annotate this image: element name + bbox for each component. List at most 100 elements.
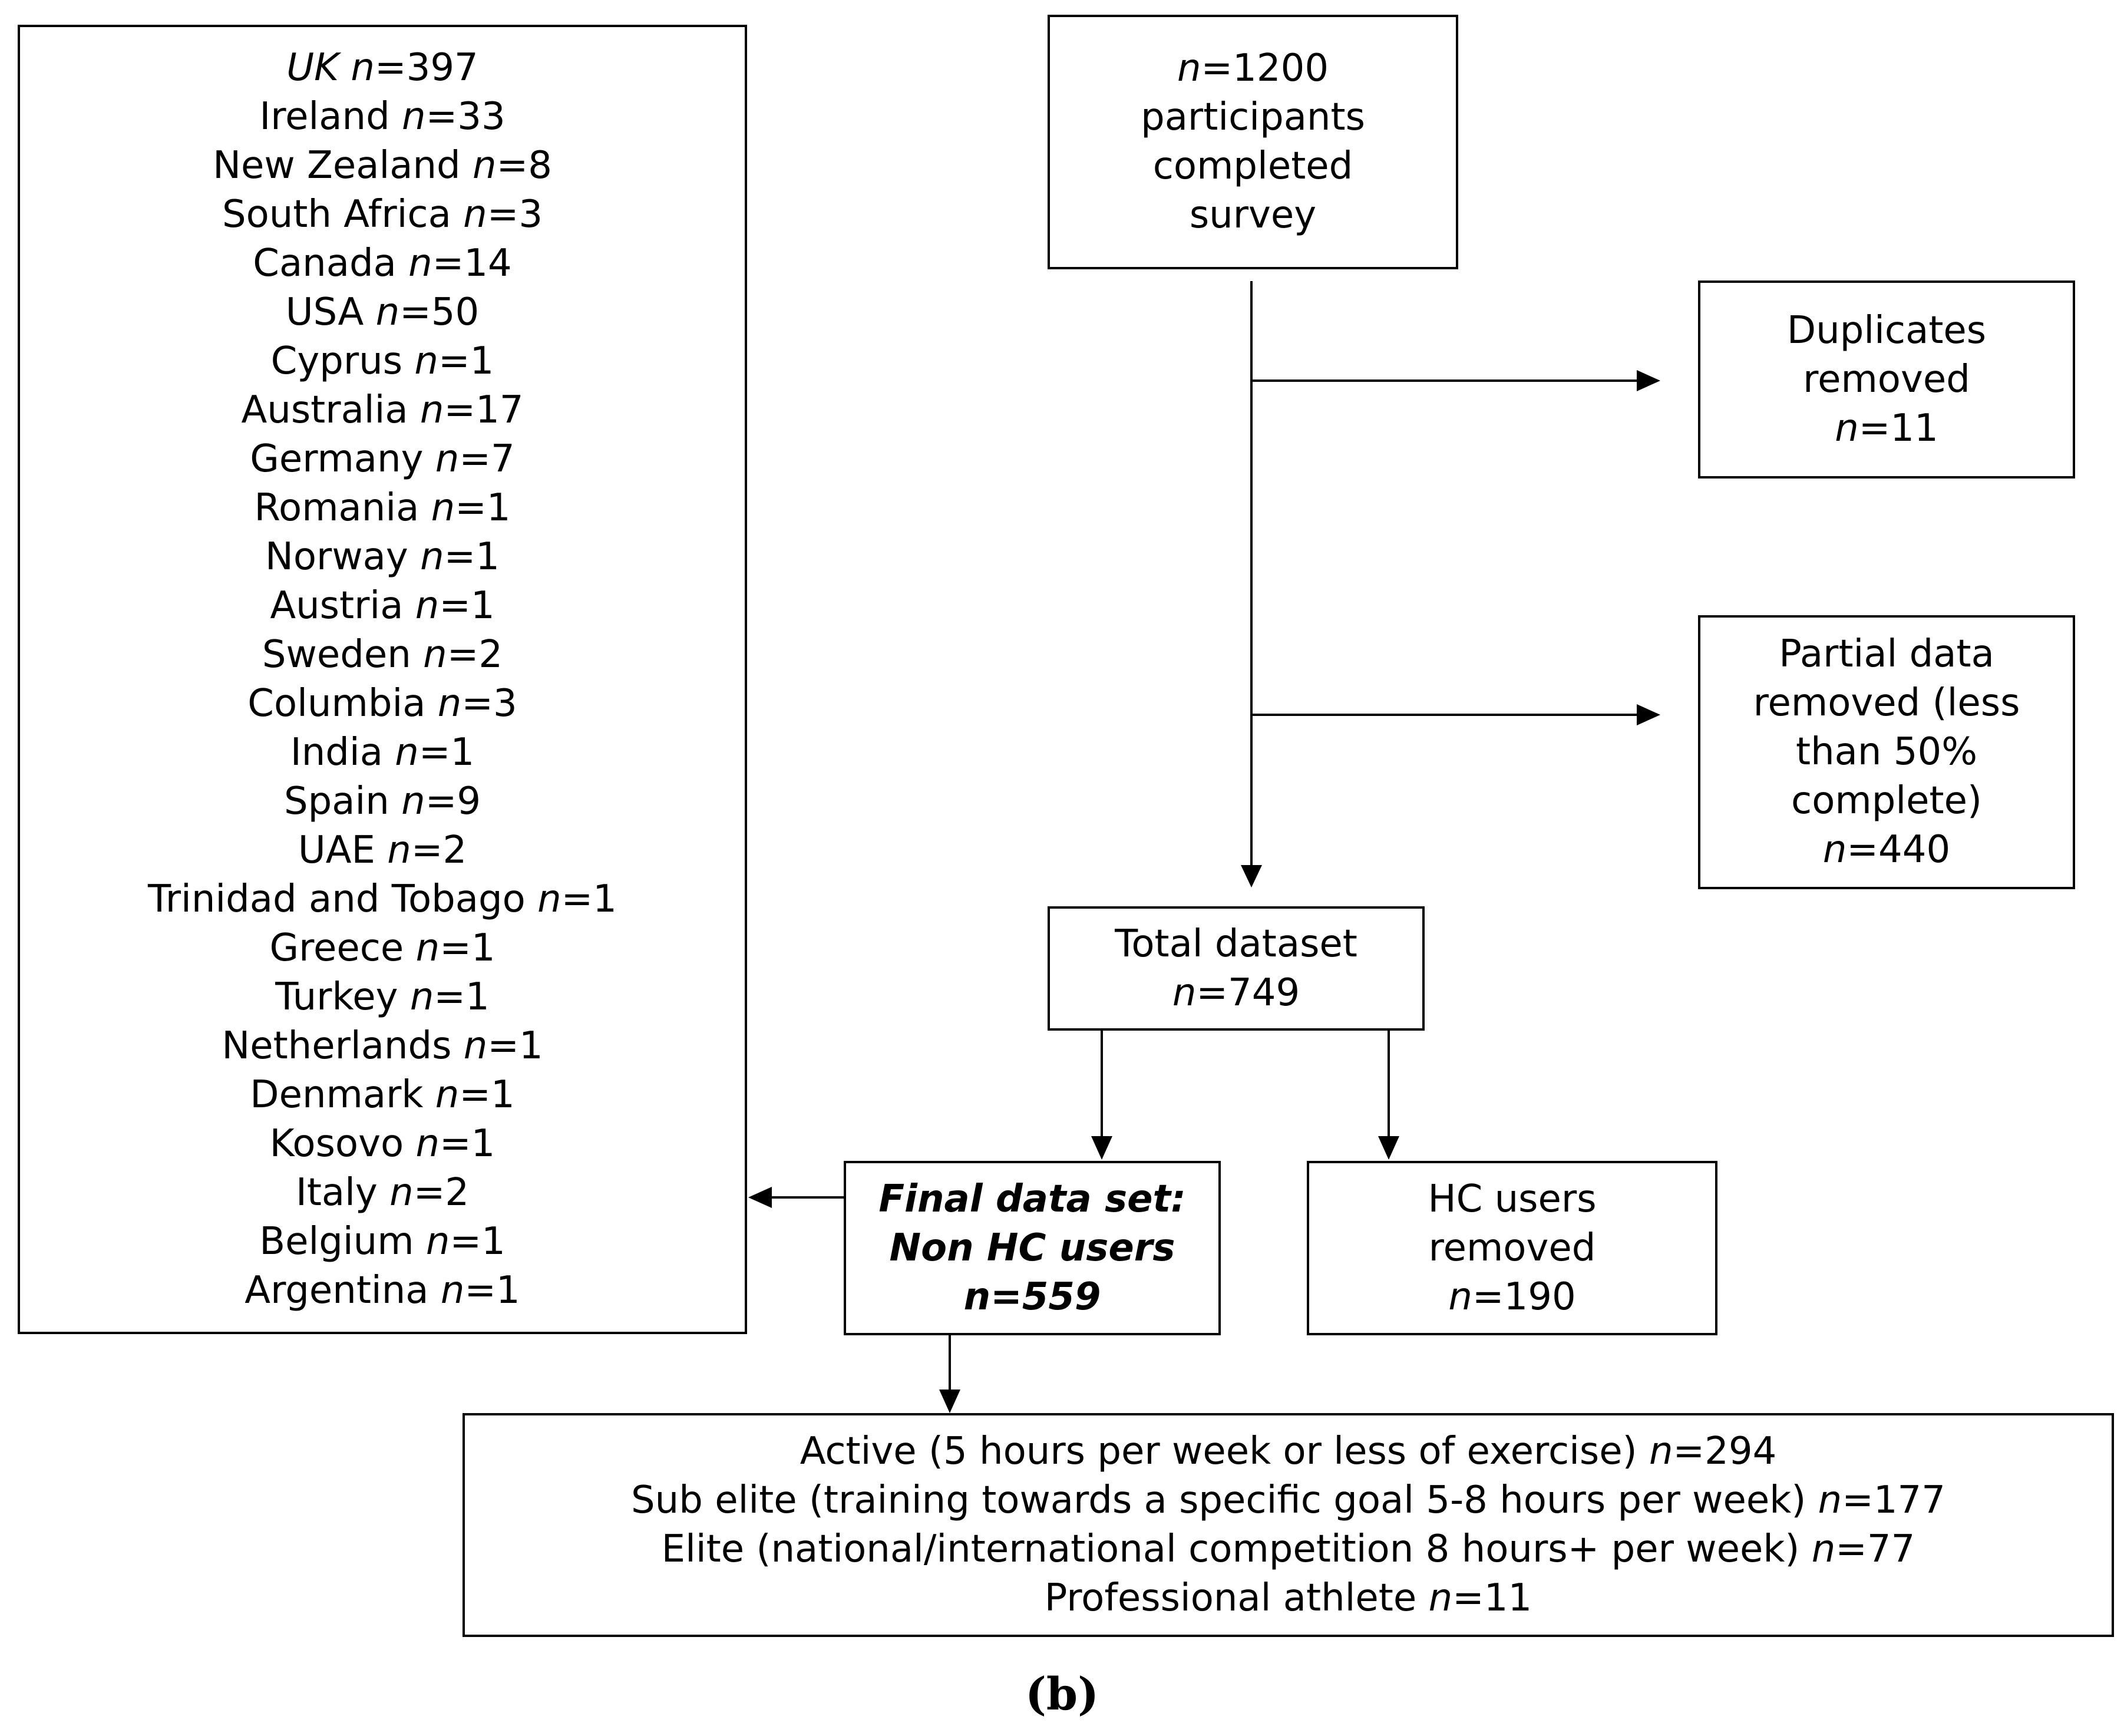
country-row: Greece n=1 [148,924,617,973]
n-symbol: n [375,291,400,334]
country-row: Ireland n=33 [148,93,617,141]
final-box: Final data set: Non HC users n=559 [844,1161,1221,1335]
country-name: USA [285,291,376,334]
country-count: =17 [444,388,524,432]
country-row: Italy n=2 [148,1169,617,1217]
caption-label: (b) [1025,1668,1099,1720]
country-row: Columbia n=3 [148,679,617,728]
activity-list: Active (5 hours per week or less of exer… [631,1427,1945,1623]
partial-line-1: Partial data [1779,632,1994,676]
country-row: Cyprus n=1 [148,337,617,386]
n-symbol: n [435,437,460,481]
activity-label: Professional athlete [1044,1576,1429,1620]
n-symbol: n [409,975,434,1019]
country-row: New Zealand n=8 [148,141,617,190]
duplicates-count: n=11 [1835,406,1938,450]
country-row: Kosovo n=1 [148,1120,617,1169]
country-row: Germany n=7 [148,435,617,484]
duplicates-box: Duplicates removed n=11 [1698,280,2075,478]
n-symbol: n [402,95,426,138]
start-count: n=1200 [1177,47,1329,90]
final-line-2: Non HC users [889,1226,1175,1270]
start-line-3: survey [1189,193,1317,237]
country-count: =1 [439,584,495,628]
country-row: Canada n=14 [148,239,617,288]
country-count: =7 [459,437,515,481]
country-row: UAE n=2 [148,826,617,875]
country-count: =2 [413,1171,470,1214]
start-box: n=1200 participants completed survey [1048,15,1458,269]
n-symbol: n [415,926,440,970]
country-name: Belgium [259,1220,426,1263]
country-count: =1 [464,1269,520,1312]
country-name: Kosovo [269,1122,416,1166]
country-count: =1 [455,486,511,530]
n-symbol: n [408,242,432,285]
country-row: Denmark n=1 [148,1071,617,1120]
country-count: =1 [561,877,617,921]
country-name: Norway [265,535,421,579]
country-row: Netherlands n=1 [148,1022,617,1071]
total-label: Total dataset [1115,922,1357,966]
country-name: Cyprus [270,339,415,383]
n-symbol: n [537,877,561,921]
n-symbol: n [401,780,425,823]
n-symbol: n [415,1122,440,1166]
arrow-to-hc [1378,1136,1399,1160]
n-symbol: n [387,829,411,872]
partial-line-3: than 50% [1795,730,1978,774]
n-symbol: n [431,486,455,530]
n-symbol: n [395,731,419,774]
country-name: Sweden [262,633,424,676]
country-count: =8 [496,144,552,187]
n-symbol: n [414,339,438,383]
country-count: =1 [450,1220,506,1263]
country-row: USA n=50 [148,288,617,337]
country-count: =9 [425,780,481,823]
country-count: =3 [487,193,543,236]
activity-box: Active (5 hours per week or less of exer… [463,1413,2114,1637]
country-count: =14 [432,242,512,285]
country-name: Argentina [245,1269,441,1312]
country-row: Austria n=1 [148,582,617,631]
country-name: Italy [295,1171,390,1214]
partial-line-2: removed (less [1753,681,2020,725]
country-name: Australia [241,388,420,432]
country-name: Romania [254,486,431,530]
n-symbol: n [419,388,444,432]
country-row: Australia n=17 [148,386,617,435]
n-symbol: n [1428,1576,1453,1620]
country-row: Norway n=1 [148,533,617,582]
hc-count: n=190 [1448,1275,1576,1319]
country-count: =1 [459,1073,515,1117]
n-symbol: n [435,1073,460,1117]
activity-label: Sub elite (training towards a specific g… [631,1478,1818,1522]
country-count: =2 [447,633,503,676]
activity-count: =77 [1835,1527,1915,1571]
arrow-to-activity [939,1390,960,1413]
country-count: =1 [438,339,494,383]
n-symbol: n [415,584,440,628]
duplicates-line-1: Duplicates [1786,308,1987,352]
country-count: =33 [425,95,506,138]
country-count: =1 [487,1024,543,1068]
country-name: Greece [269,926,416,970]
n-symbol: n [425,1220,450,1263]
partial-line-4: complete) [1791,779,1982,823]
activity-row: Elite (national/international competitio… [631,1525,1945,1574]
country-name: UK [286,46,351,90]
total-count: n=749 [1172,971,1300,1015]
partial-count: n=440 [1822,828,1951,872]
country-count: =1 [418,731,475,774]
country-count: =1 [440,926,496,970]
activity-row: Professional athlete n=11 [631,1574,1945,1623]
country-name: Trinidad and Tobago [148,877,538,921]
hc-line-2: removed [1428,1226,1596,1270]
arrow-to-partial [1637,704,1660,725]
n-symbol: n [351,46,375,90]
country-name: South Africa [222,193,464,236]
country-name: New Zealand [213,144,473,187]
